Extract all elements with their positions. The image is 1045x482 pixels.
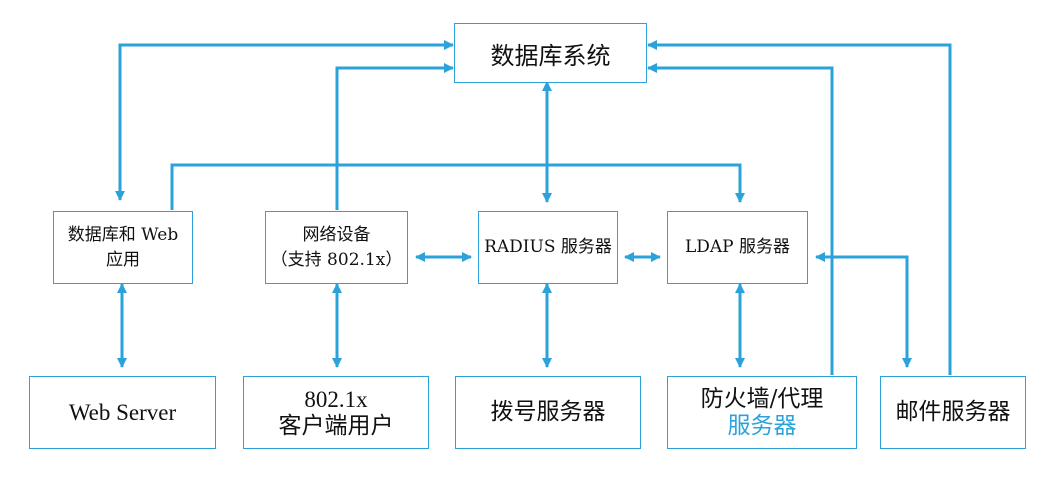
node-ldap-server: LDAP 服务器: [667, 211, 808, 284]
node-radius-server-label: RADIUS 服务器: [484, 237, 612, 257]
node-radius-server: RADIUS 服务器: [478, 211, 618, 284]
node-mail-server: 邮件服务器: [880, 376, 1026, 449]
node-database-system: 数据库系统: [454, 23, 647, 83]
node-firewall-proxy-line2: 服务器: [727, 412, 797, 439]
node-web-server-label: Web Server: [68, 400, 177, 425]
node-8021x-client: 802.1x 客户端用户: [243, 376, 429, 449]
node-db-web-app-line2: 应用: [106, 249, 140, 270]
node-dialup-server: 拨号服务器: [455, 376, 641, 449]
node-network-device: 网络设备 （支持 802.1x）: [265, 211, 408, 284]
node-8021x-client-line2: 客户端用户: [278, 412, 394, 439]
node-network-device-line2: （支持 802.1x）: [270, 249, 403, 270]
edge-ldap-mail: [815, 252, 912, 368]
node-firewall-proxy-line1: 防火墙/代理: [700, 385, 824, 412]
node-network-device-line1: 网络设备: [302, 224, 371, 245]
edge-mail-db-system: [647, 40, 952, 375]
edge-db-web-app-ldap: [170, 163, 745, 210]
node-database-system-label: 数据库系统: [490, 41, 611, 70]
node-8021x-client-line1: 802.1x: [304, 386, 368, 412]
edge-db-system-db-web-app: [115, 40, 454, 201]
node-web-server: Web Server: [29, 376, 216, 449]
edge-network-device-db-system: [335, 63, 454, 210]
node-db-web-app: 数据库和 Web 应用: [53, 211, 193, 284]
node-dialup-server-label: 拨号服务器: [490, 399, 606, 425]
node-mail-server-label: 邮件服务器: [895, 399, 1011, 425]
node-ldap-server-label: LDAP 服务器: [684, 237, 791, 257]
node-firewall-proxy-server: 防火墙/代理 服务器: [667, 376, 857, 449]
node-db-web-app-line1: 数据库和 Web: [67, 224, 179, 245]
